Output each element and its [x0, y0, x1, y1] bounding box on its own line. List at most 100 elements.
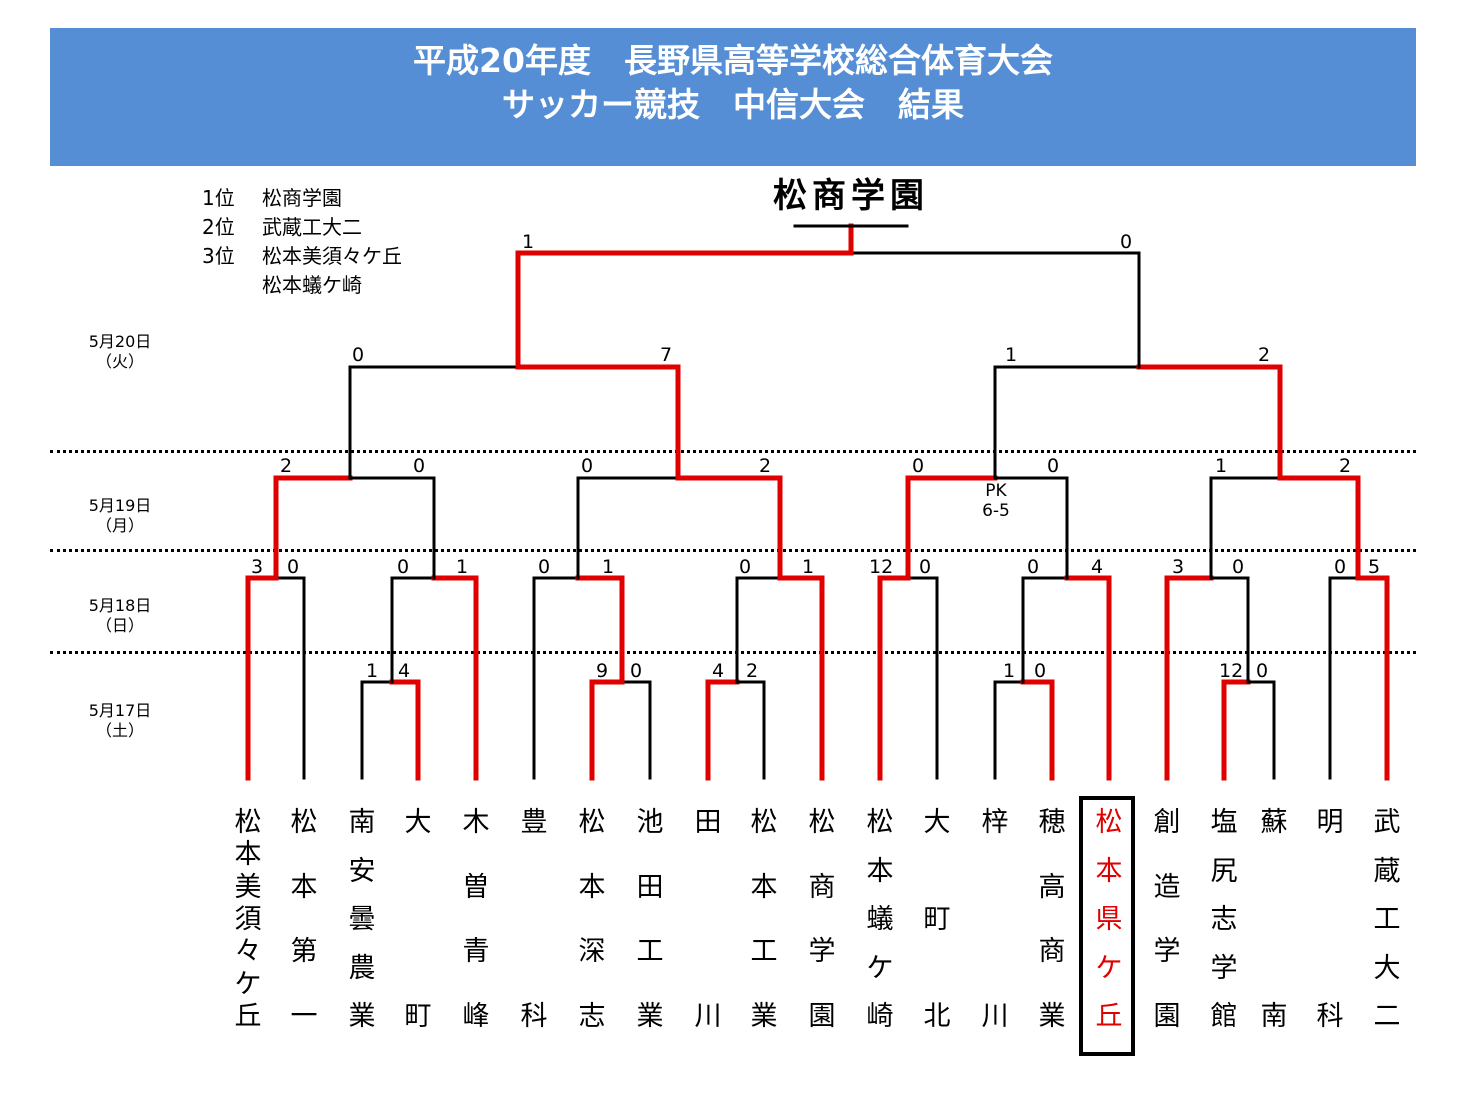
score-label: 0 [1120, 231, 1133, 253]
team-char: 豊 [520, 807, 548, 838]
rank-1: 1位松商学園 [202, 186, 342, 210]
team-name-text: 明科 [1312, 808, 1348, 1032]
team-char: 園 [1153, 1000, 1181, 1032]
score-label: 1 [1215, 455, 1228, 477]
score-label: 0 [1027, 556, 1040, 578]
team-char: ケ [866, 952, 894, 984]
score-label: 2 [759, 455, 772, 477]
team-char: 大 [1373, 952, 1401, 984]
team-char: 高 [1038, 871, 1066, 903]
team-char: 業 [348, 1001, 376, 1032]
team-char: 大 [404, 807, 432, 838]
team-name: 大町北 [919, 808, 955, 1032]
team-name-text: 松本蟻ケ崎 [862, 808, 898, 1032]
team-name: 松本第一 [286, 808, 322, 1032]
team-char: 峰 [462, 1000, 490, 1032]
round-divider [50, 549, 1416, 552]
score-label: 5 [1368, 556, 1381, 578]
team-name: 松本蟻ケ崎 [862, 808, 898, 1032]
team-name-text: 松本工業 [746, 808, 782, 1032]
team-char: 学 [808, 936, 836, 968]
team-name-text: 穂高商業 [1034, 808, 1070, 1032]
team-char: 学 [1153, 936, 1181, 968]
team-char: 二 [1373, 1001, 1401, 1032]
team-char: 商 [808, 871, 836, 903]
team-char: 科 [1316, 1001, 1344, 1032]
score-label: 0 [1034, 660, 1047, 682]
team-char: 松 [234, 807, 262, 838]
team-name: 池田工業 [632, 808, 668, 1032]
highlight-box [1079, 796, 1135, 1056]
team-char: 明 [1316, 807, 1344, 838]
team-char: 本 [866, 855, 894, 887]
team-name-text: 創造学園 [1149, 808, 1185, 1032]
rank-3: 3位松本美須々ケ丘 [202, 244, 402, 268]
team-name: 梓川 [977, 808, 1013, 1032]
rank-2: 2位武蔵工大二 [202, 215, 362, 239]
score-label: 0 [1232, 556, 1245, 578]
score-label: 1 [1005, 344, 1018, 366]
team-char: 田 [694, 807, 722, 838]
team-name: 豊科 [516, 808, 552, 1032]
score-label: 0 [287, 556, 300, 578]
team-char: 松 [866, 807, 894, 838]
team-char: 町 [923, 904, 951, 935]
score-label: 0 [1334, 556, 1347, 578]
rank-3-second: 松本蟻ケ崎 [262, 273, 362, 297]
score-label: 2 [746, 660, 759, 682]
team-char: 南 [1260, 1001, 1288, 1032]
team-name: 創造学園 [1149, 808, 1185, 1032]
team-char: 一 [290, 1000, 318, 1032]
score-label: 1 [602, 556, 615, 578]
team-char: 崎 [866, 1001, 894, 1032]
score-label: 4 [1091, 556, 1104, 578]
team-char: 造 [1153, 871, 1181, 903]
team-char: 本 [290, 871, 318, 903]
team-char: 町 [404, 1001, 432, 1032]
score-label: 2 [280, 455, 293, 477]
team-name-text: 田川 [690, 808, 726, 1032]
team-char: 川 [694, 1001, 722, 1032]
team-name-text: 松本第一 [286, 808, 322, 1032]
team-char: 丘 [1095, 1001, 1123, 1032]
team-name: 穂高商業 [1034, 808, 1070, 1032]
team-char: 曇 [348, 904, 376, 935]
score-label: 2 [1339, 455, 1352, 477]
team-name-text: 松商学園 [804, 808, 840, 1032]
team-char: 園 [808, 1000, 836, 1032]
team-char: 南 [348, 807, 376, 838]
team-char: 須 [234, 903, 262, 935]
date-label-may19: 5月19日（月） [88, 496, 152, 535]
team-char: 農 [348, 952, 376, 984]
score-label: 1 [802, 556, 815, 578]
team-name-text: 松本県ケ丘 [1091, 808, 1127, 1032]
score-label: 0 [538, 556, 551, 578]
team-char: 業 [750, 1000, 778, 1032]
team-char: 尻 [1210, 855, 1238, 887]
score-label: 1 [1003, 660, 1016, 682]
score-label: 0 [630, 660, 643, 682]
score-label: 0 [352, 344, 365, 366]
team-char: ケ [234, 968, 262, 1000]
team-char: 工 [750, 936, 778, 968]
team-char: 曽 [462, 871, 490, 903]
team-name: 塩尻志学館 [1206, 808, 1242, 1032]
team-char: 丘 [234, 1000, 262, 1032]
team-char: 蘇 [1260, 807, 1288, 838]
score-label: 4 [712, 660, 725, 682]
team-char: 志 [1210, 904, 1238, 935]
team-name-text: 松本深志 [574, 808, 610, 1032]
team-char: 池 [636, 807, 664, 838]
team-char: 工 [636, 936, 664, 968]
team-char: 大 [923, 807, 951, 838]
score-label: 1 [522, 231, 535, 253]
team-char: 々 [234, 936, 262, 968]
team-name: 蘇南 [1256, 808, 1292, 1032]
team-name-text: 武蔵工大二 [1369, 808, 1405, 1032]
date-label-may18: 5月18日（日） [88, 596, 152, 635]
date-label-may17: 5月17日（土） [88, 701, 152, 740]
score-label: 1 [366, 660, 379, 682]
score-label: 0 [413, 455, 426, 477]
score-label: 3 [251, 556, 264, 578]
